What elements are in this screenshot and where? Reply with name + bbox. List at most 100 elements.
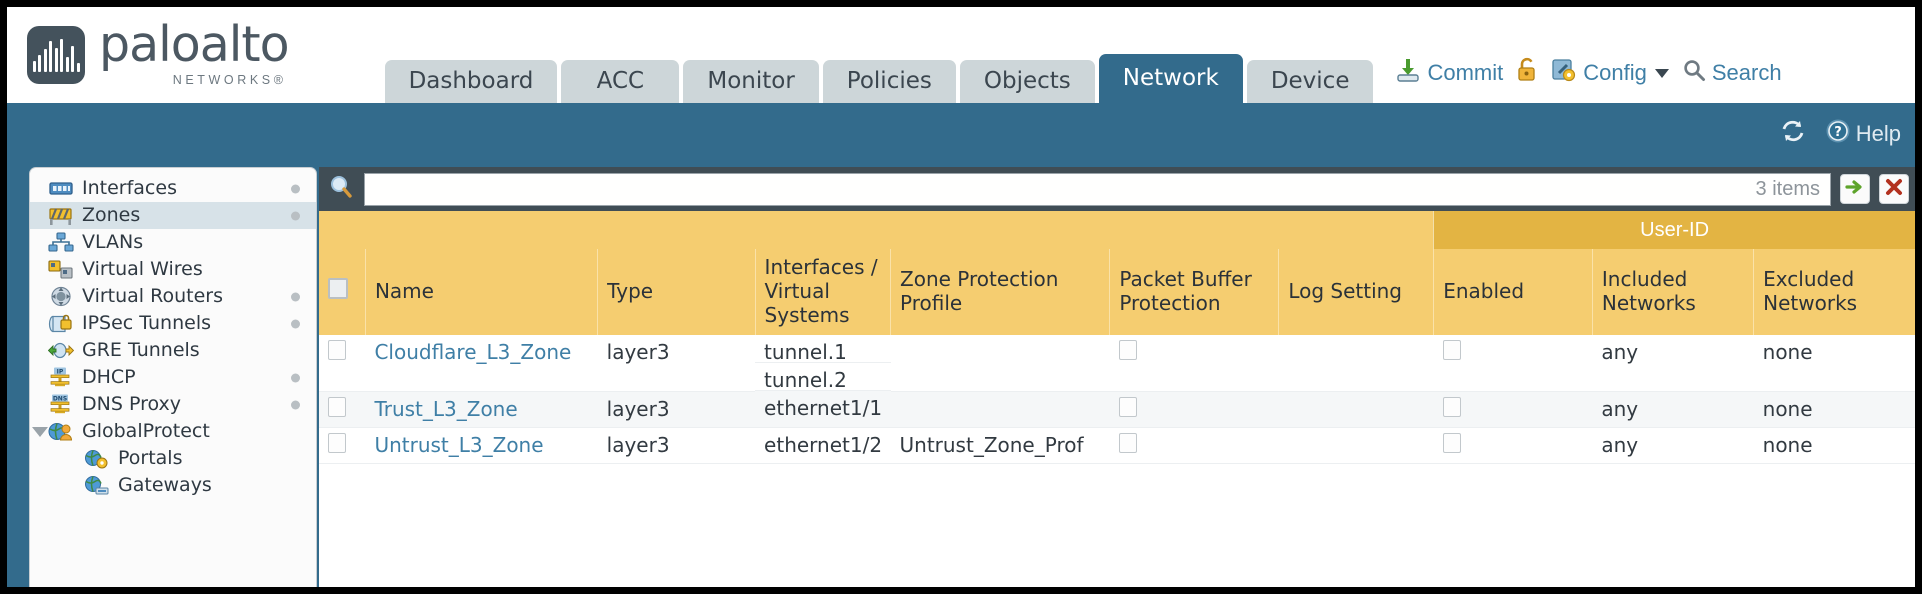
cell-interfaces: ethernet1/1	[755, 391, 891, 428]
sidebar-item-globalprotect[interactable]: GlobalProtect	[30, 418, 316, 445]
cell-type: layer3	[597, 391, 756, 428]
status-dot	[291, 292, 300, 301]
help-button[interactable]: ? Help	[1825, 118, 1901, 150]
select-all-checkbox[interactable]	[328, 278, 348, 299]
packet-buffer-protection-checkbox[interactable]	[1118, 340, 1137, 360]
sidebar-item-label: Portals	[118, 447, 183, 469]
tab-device[interactable]: Device	[1246, 60, 1374, 103]
red-x-clear-icon	[1883, 176, 1905, 203]
refresh-icon[interactable]	[1779, 117, 1807, 151]
column-header-row: Name Type Interfaces / Virtual Systems Z…	[319, 249, 1915, 335]
globalprotect-icon	[48, 421, 74, 442]
column-header-name[interactable]: Name	[364, 249, 598, 335]
user-id-enabled-checkbox[interactable]	[1442, 340, 1461, 360]
zone-name-link[interactable]: Trust_L3_Zone	[374, 396, 518, 421]
cell-included-networks: any	[1592, 391, 1754, 428]
zones-table: User-ID Name Type Interfaces / Virtual S…	[319, 211, 1915, 464]
sidebar-item-label: DNS Proxy	[82, 393, 181, 415]
interfaces-icon	[48, 178, 74, 199]
sidebar-item-vlans[interactable]: VLANs	[30, 229, 316, 256]
search-button[interactable]: Search	[1682, 58, 1782, 88]
row-checkbox[interactable]	[328, 396, 346, 417]
sidebar-item-label: Gateways	[118, 474, 212, 496]
sidebar-item-virtual-routers[interactable]: Virtual Routers	[30, 283, 316, 310]
sidebar-item-ipsec-tunnels[interactable]: IPSec Tunnels	[30, 310, 316, 337]
row-checkbox[interactable]	[328, 432, 346, 453]
lock-button[interactable]	[1516, 57, 1538, 89]
table-row[interactable]: Untrust_L3_Zone layer3 ethernet1/2 Untru…	[319, 427, 1915, 464]
brand-tagline: NETWORKS®	[172, 72, 287, 87]
apply-filter-button[interactable]	[1840, 174, 1870, 204]
packet-buffer-protection-checkbox[interactable]	[1118, 396, 1137, 417]
cell-user-id-enabled	[1433, 391, 1593, 428]
table-row[interactable]: Cloudflare_L3_Zone layer3 tunnel.1 tunne…	[319, 335, 1915, 392]
chevron-down-icon[interactable]	[32, 426, 48, 437]
sidebar-item-dns-proxy[interactable]: DNS DNS Proxy	[30, 391, 316, 418]
column-header-excluded-networks[interactable]: Excluded Networks	[1753, 249, 1915, 335]
clear-filter-button[interactable]	[1879, 174, 1909, 204]
column-header-enabled[interactable]: Enabled	[1433, 249, 1593, 335]
user-id-enabled-checkbox[interactable]	[1442, 396, 1461, 417]
commit-button[interactable]: Commit	[1395, 57, 1503, 89]
sidebar-item-label: Interfaces	[82, 177, 177, 199]
top-right-actions: Commit	[1395, 57, 1782, 103]
cell-user-id-enabled	[1433, 427, 1593, 464]
cell-name: Untrust_L3_Zone	[365, 427, 598, 464]
cell-zone-protection-profile	[890, 335, 1110, 392]
sidebar-item-portals[interactable]: Portals	[30, 445, 316, 472]
cell-packet-buffer-protection	[1109, 427, 1279, 464]
cell-excluded-networks: none	[1753, 335, 1915, 392]
tab-acc[interactable]: ACC	[561, 60, 680, 103]
filter-input[interactable]: 3 items	[364, 172, 1831, 206]
sidebar-item-gateways[interactable]: Gateways	[30, 472, 316, 499]
zones-icon	[48, 205, 74, 226]
tab-network[interactable]: Network	[1098, 54, 1243, 103]
column-header-interfaces[interactable]: Interfaces / Virtual Systems	[754, 249, 891, 335]
chevron-down-icon[interactable]	[1654, 68, 1669, 78]
top-bar: paloalto NETWORKS® Dashboard ACC Monitor…	[7, 7, 1915, 103]
sidebar-item-dhcp[interactable]: IP DHCP	[30, 364, 316, 391]
column-header-packet-buffer-protection[interactable]: Packet Buffer Protection	[1109, 249, 1279, 335]
sidebar-nav: Interfaces Zones	[29, 167, 317, 587]
green-arrow-apply-icon	[1844, 176, 1866, 203]
tab-policies[interactable]: Policies	[822, 60, 956, 103]
sidebar-item-zones[interactable]: Zones	[30, 202, 316, 229]
status-dot	[291, 211, 300, 220]
cell-included-networks: any	[1592, 427, 1754, 464]
main-nav-tabs: Dashboard ACC Monitor Policies Objects N…	[384, 7, 1374, 103]
sidebar-item-label: Virtual Wires	[82, 258, 203, 280]
sidebar-item-gre-tunnels[interactable]: GRE Tunnels	[30, 337, 316, 364]
cell-interfaces: ethernet1/2	[755, 427, 891, 464]
row-checkbox[interactable]	[328, 340, 346, 360]
help-label: Help	[1855, 121, 1901, 146]
sidebar-item-label: VLANs	[82, 231, 144, 253]
column-header-log-setting[interactable]: Log Setting	[1278, 249, 1434, 335]
table-head: User-ID Name Type Interfaces / Virtual S…	[319, 211, 1915, 335]
column-header-included-networks[interactable]: Included Networks	[1591, 249, 1754, 335]
tab-objects[interactable]: Objects	[959, 60, 1095, 103]
sidebar-item-virtual-wires[interactable]: Virtual Wires	[30, 256, 316, 283]
zone-name-link[interactable]: Cloudflare_L3_Zone	[374, 340, 572, 364]
table-row[interactable]: Trust_L3_Zone layer3 ethernet1/1	[319, 391, 1915, 428]
sidebar-item-label: Zones	[82, 204, 141, 226]
group-header-row: User-ID	[319, 211, 1915, 249]
zone-name-link[interactable]: Untrust_L3_Zone	[374, 432, 544, 457]
tab-monitor[interactable]: Monitor	[683, 60, 819, 103]
config-button[interactable]: Config	[1551, 57, 1669, 89]
sidebar-item-interfaces[interactable]: Interfaces	[30, 175, 316, 202]
packet-buffer-protection-checkbox[interactable]	[1118, 432, 1137, 453]
user-id-enabled-checkbox[interactable]	[1442, 432, 1461, 453]
search-label: Search	[1711, 60, 1782, 85]
zones-table-container: User-ID Name Type Interfaces / Virtual S…	[319, 211, 1915, 587]
svg-text:?: ?	[1834, 125, 1842, 140]
column-header-zone-protection-profile[interactable]: Zone Protection Profile	[889, 249, 1110, 335]
cell-packet-buffer-protection	[1109, 335, 1279, 392]
table-body: Cloudflare_L3_Zone layer3 tunnel.1 tunne…	[319, 335, 1915, 464]
tab-dashboard[interactable]: Dashboard	[384, 60, 558, 103]
vlans-icon	[48, 232, 74, 253]
cell-interfaces: tunnel.1 tunnel.2	[755, 335, 891, 392]
magnifier-icon[interactable]	[327, 173, 355, 206]
column-header-type[interactable]: Type	[597, 249, 756, 335]
row-select-cell	[319, 335, 366, 392]
gre-tunnels-icon	[47, 340, 75, 361]
